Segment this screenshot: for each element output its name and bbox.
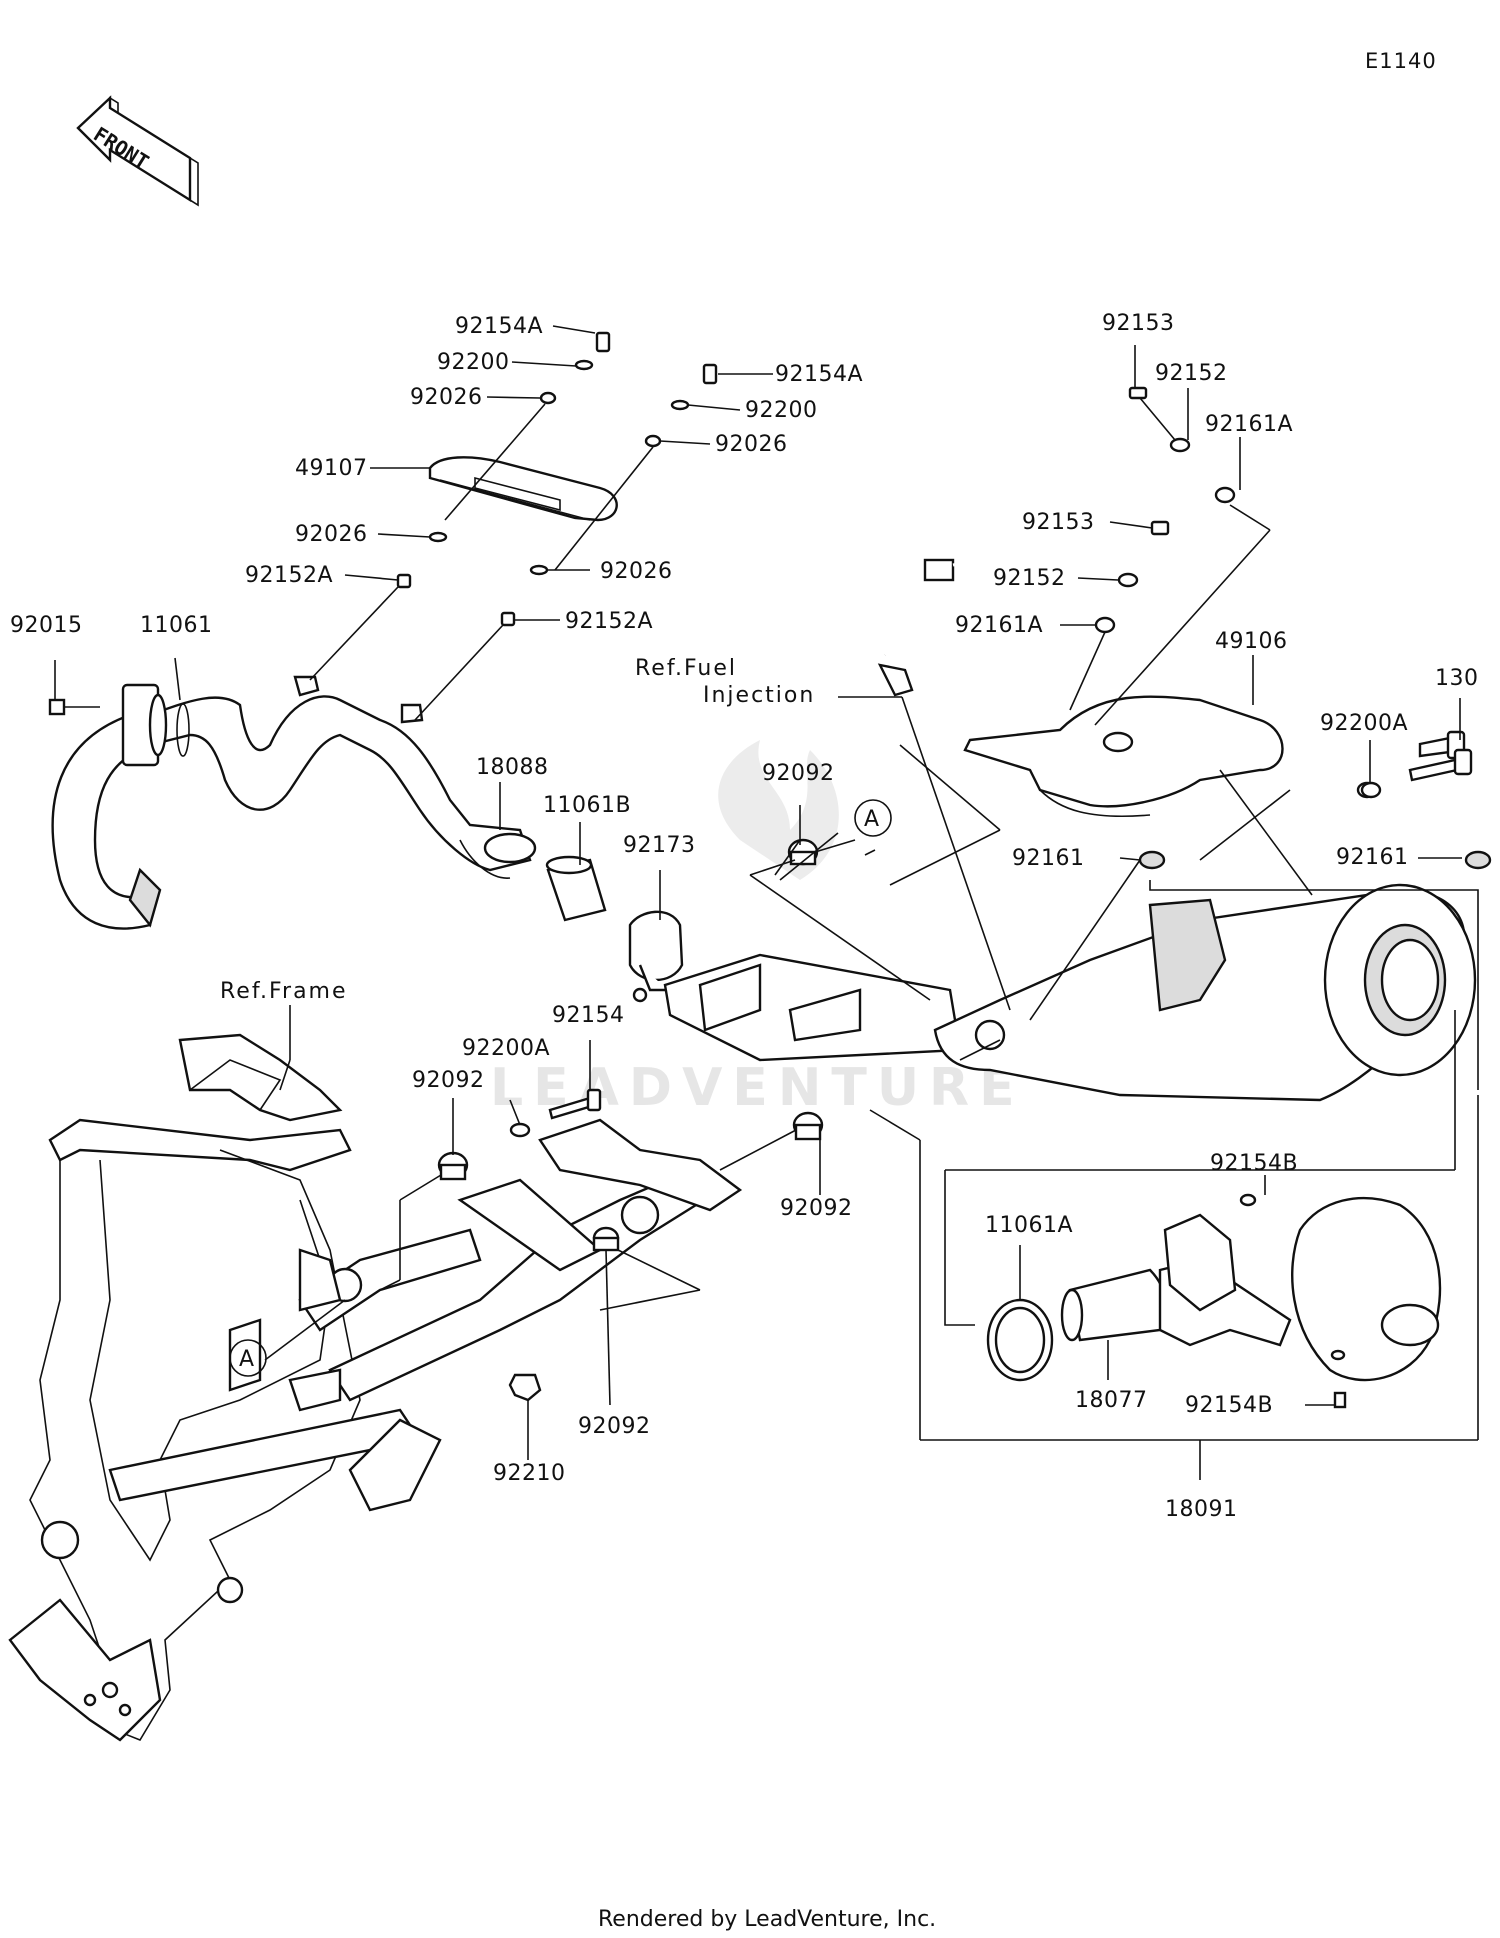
label-18077: 18077 — [1075, 1388, 1148, 1413]
label-92154: 92154 — [552, 1003, 625, 1028]
label-92173: 92173 — [623, 833, 696, 858]
ref-fuel-injection-line2: Injection — [703, 683, 815, 708]
label-92152: 92152 — [1155, 361, 1228, 386]
label-92153: 92153 — [1102, 311, 1175, 336]
label-92092: 92092 — [412, 1068, 485, 1093]
ref-frame: Ref.Frame — [220, 979, 348, 1004]
label-11061A: 11061A — [985, 1213, 1073, 1238]
label-92161A: 92161A — [955, 613, 1043, 638]
callout-a-bottom: A — [229, 1339, 267, 1377]
label-11061B: 11061B — [543, 793, 631, 818]
leader-lines — [54, 325, 1479, 1480]
label-92154B: 92154B — [1210, 1151, 1298, 1176]
fasteners-top — [396, 331, 718, 627]
heat-shield-49107 — [428, 456, 618, 522]
label-130: 130 — [1435, 666, 1479, 691]
label-92210: 92210 — [493, 1461, 566, 1486]
label-49107: 49107 — [295, 456, 368, 481]
label-92161A: 92161A — [1205, 412, 1293, 437]
label-18091: 18091 — [1165, 1497, 1238, 1522]
heat-shield-49106 — [963, 695, 1284, 818]
footer-credit: Rendered by LeadVenture, Inc. — [598, 1907, 936, 1932]
label-92026: 92026 — [715, 432, 788, 457]
label-92092: 92092 — [578, 1414, 651, 1439]
label-92200: 92200 — [745, 398, 818, 423]
callout-a-top-letter: A — [864, 807, 880, 832]
label-92152A: 92152A — [565, 609, 653, 634]
label-18088: 18088 — [476, 755, 549, 780]
label-92154B: 92154B — [1185, 1393, 1273, 1418]
label-92154A: 92154A — [775, 362, 863, 387]
label-92200A: 92200A — [462, 1036, 550, 1061]
label-92153: 92153 — [1022, 510, 1095, 535]
washer-92200A — [1360, 781, 1382, 799]
muffler — [663, 883, 1477, 1102]
exhaust-header-pipe — [48, 675, 537, 930]
label-92200: 92200 — [437, 350, 510, 375]
bolt-130 — [1408, 748, 1473, 782]
label-92015: 92015 — [10, 613, 83, 638]
label-92092: 92092 — [780, 1196, 853, 1221]
frame — [8, 1033, 743, 1742]
label-11061: 11061 — [140, 613, 213, 638]
part-labels: 92154A 92200 92026 49107 92026 92152A 92… — [10, 311, 1479, 1522]
callout-a-bottom-letter: A — [239, 1347, 255, 1372]
ref-fuel-injection-line1: Ref.Fuel — [635, 656, 737, 681]
callout-a-top: A — [854, 799, 892, 837]
label-92152A: 92152A — [245, 563, 333, 588]
label-92092: 92092 — [762, 761, 835, 786]
label-92154A: 92154A — [455, 314, 543, 339]
silencer-parts — [986, 1193, 1442, 1409]
label-92200A: 92200A — [1320, 711, 1408, 736]
label-92026: 92026 — [295, 522, 368, 547]
gasket-and-clamp — [545, 855, 684, 1003]
front-arrow-icon: FRONT — [76, 95, 199, 207]
label-92161: 92161 — [1012, 846, 1085, 871]
label-49106: 49106 — [1215, 629, 1288, 654]
label-92026: 92026 — [600, 559, 673, 584]
label-92026: 92026 — [410, 385, 483, 410]
label-92161: 92161 — [1336, 845, 1409, 870]
diagram-code: E1140 — [1365, 49, 1437, 73]
label-92152: 92152 — [993, 566, 1066, 591]
o2-sensor — [877, 558, 965, 697]
